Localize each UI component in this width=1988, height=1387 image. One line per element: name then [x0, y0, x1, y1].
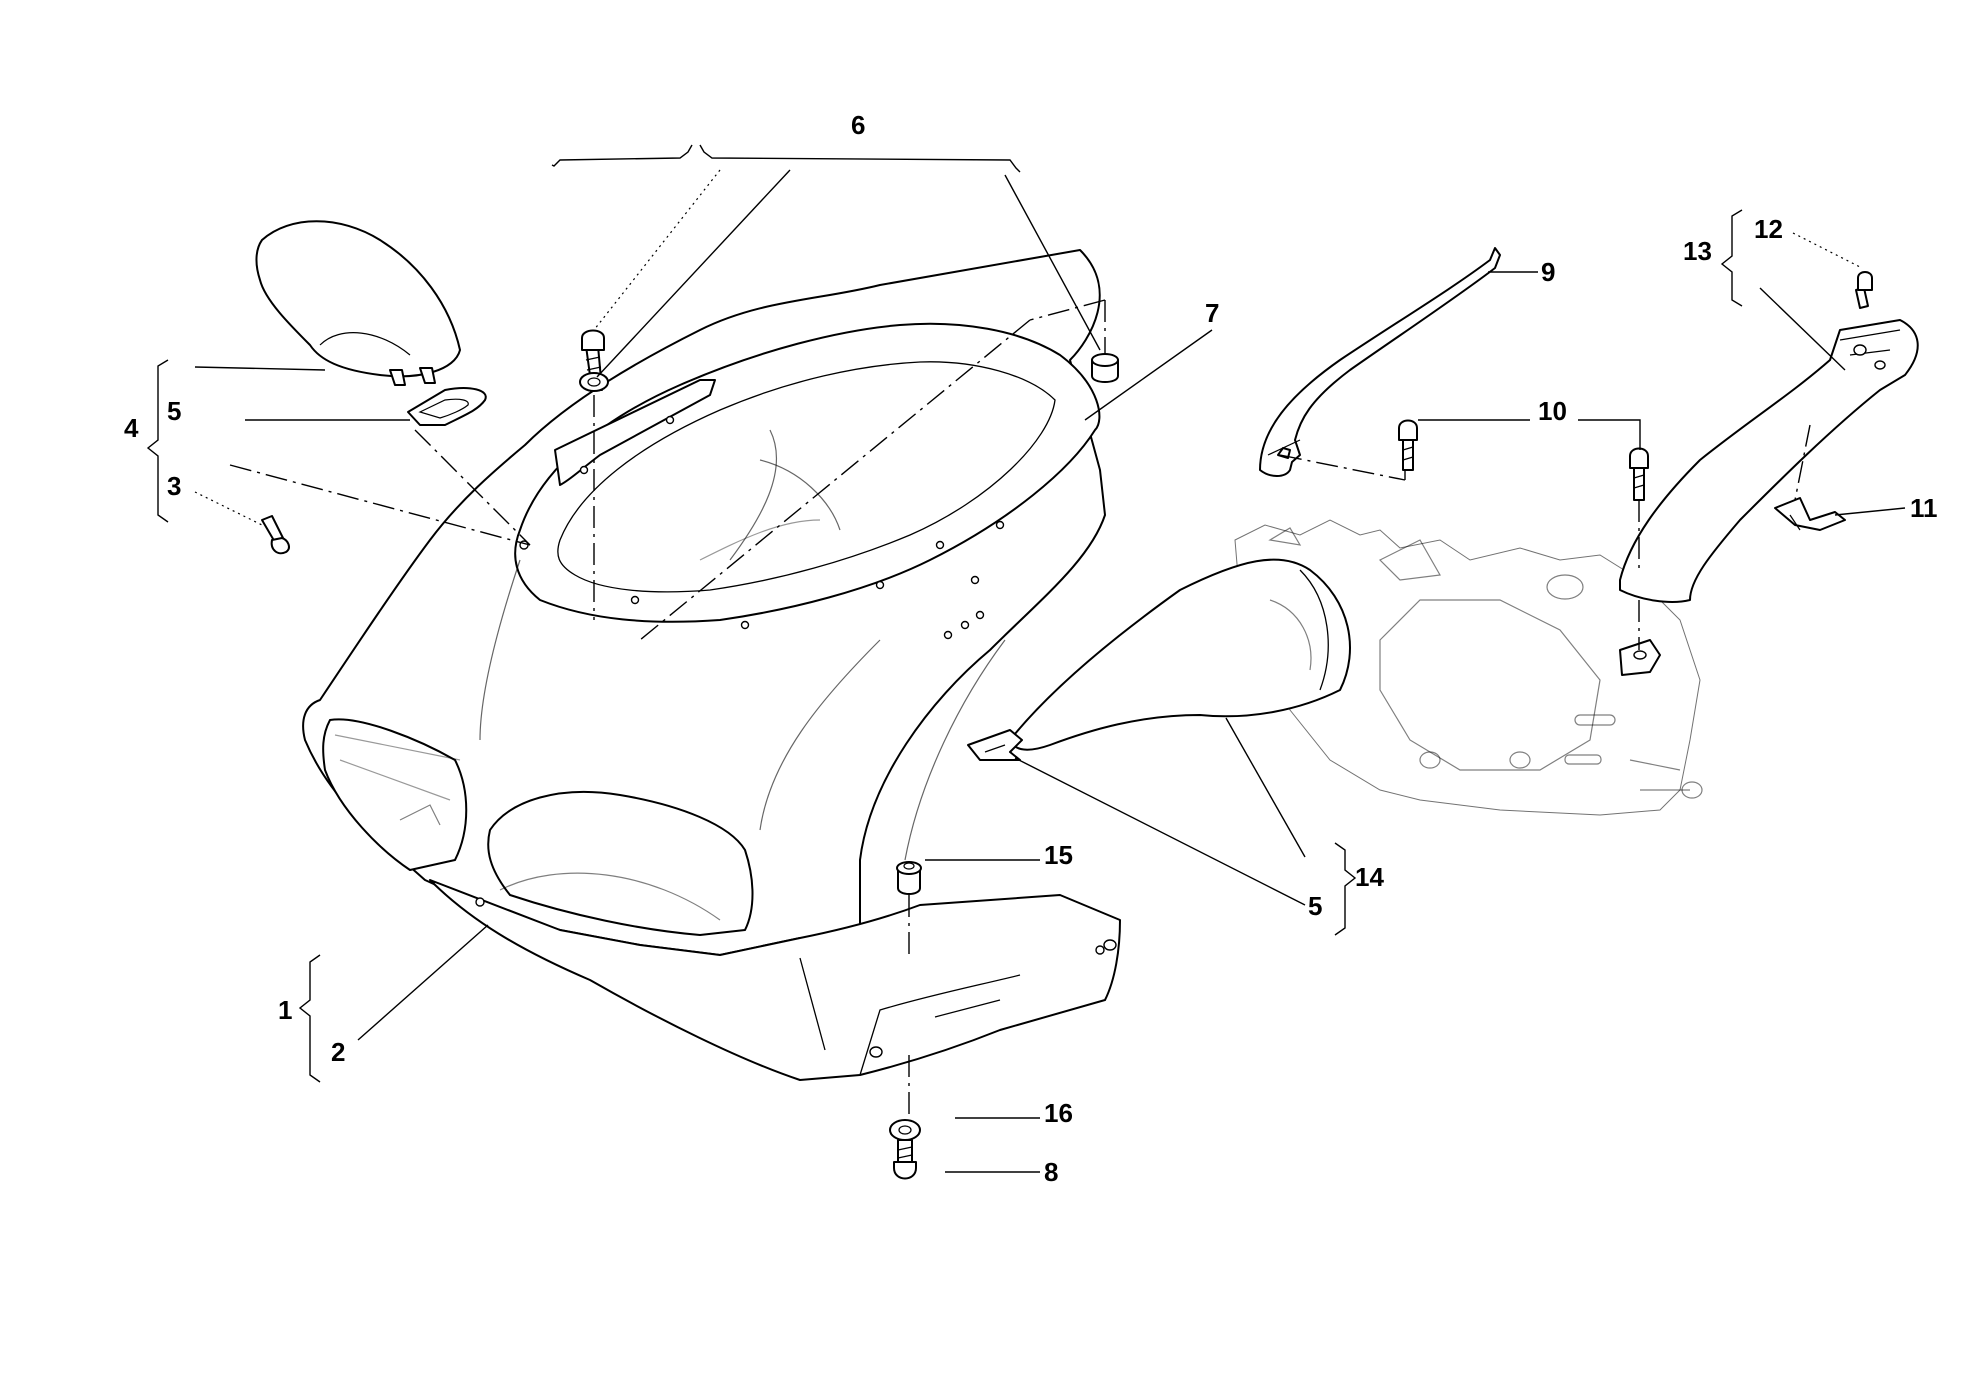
well-nut-bottom — [896, 861, 922, 895]
screw-bottom — [893, 1139, 917, 1180]
right-mirror — [967, 558, 1351, 761]
windscreen-washer — [579, 372, 609, 392]
callout-2: 2 — [331, 1037, 345, 1067]
windscreen-screw — [581, 329, 605, 391]
screw-right-lower — [1629, 447, 1649, 501]
callout-6: 6 — [851, 110, 865, 140]
screw-right-upper — [1398, 419, 1418, 471]
callout-labels: 1 2 3 4 5 6 7 8 9 10 11 12 13 14 5 15 16 — [124, 110, 1938, 1187]
screw-left — [261, 515, 290, 555]
screw-mirror-top — [1855, 271, 1873, 309]
callout-5-left: 5 — [167, 396, 181, 426]
mount-post — [1619, 639, 1661, 676]
fairing-bracket-ghost — [1234, 519, 1703, 816]
mirror-arm-bracket — [1619, 319, 1919, 603]
washer-bottom — [889, 1119, 921, 1141]
callout-12: 12 — [1754, 214, 1783, 244]
callout-10: 10 — [1538, 396, 1567, 426]
callout-8: 8 — [1044, 1157, 1058, 1187]
fairing-trim-strip — [1259, 247, 1501, 477]
well-nut-top — [1091, 353, 1119, 383]
spring-clip — [1774, 497, 1846, 531]
assembly-lines — [229, 299, 1811, 1120]
callout-15: 15 — [1044, 840, 1073, 870]
callout-13: 13 — [1683, 236, 1712, 266]
callout-7: 7 — [1205, 298, 1219, 328]
callout-3: 3 — [167, 471, 181, 501]
callout-16: 16 — [1044, 1098, 1073, 1128]
callout-9: 9 — [1541, 257, 1555, 287]
left-mirror — [255, 220, 461, 386]
callout-11: 11 — [1910, 493, 1938, 523]
callout-1: 1 — [278, 995, 292, 1025]
callout-5-right: 5 — [1308, 891, 1322, 921]
callout-14: 14 — [1355, 862, 1384, 892]
leader-lines — [146, 144, 1906, 1173]
callout-4: 4 — [124, 413, 139, 443]
front-fairing — [302, 249, 1121, 1081]
mirror-gasket-left — [407, 387, 487, 426]
